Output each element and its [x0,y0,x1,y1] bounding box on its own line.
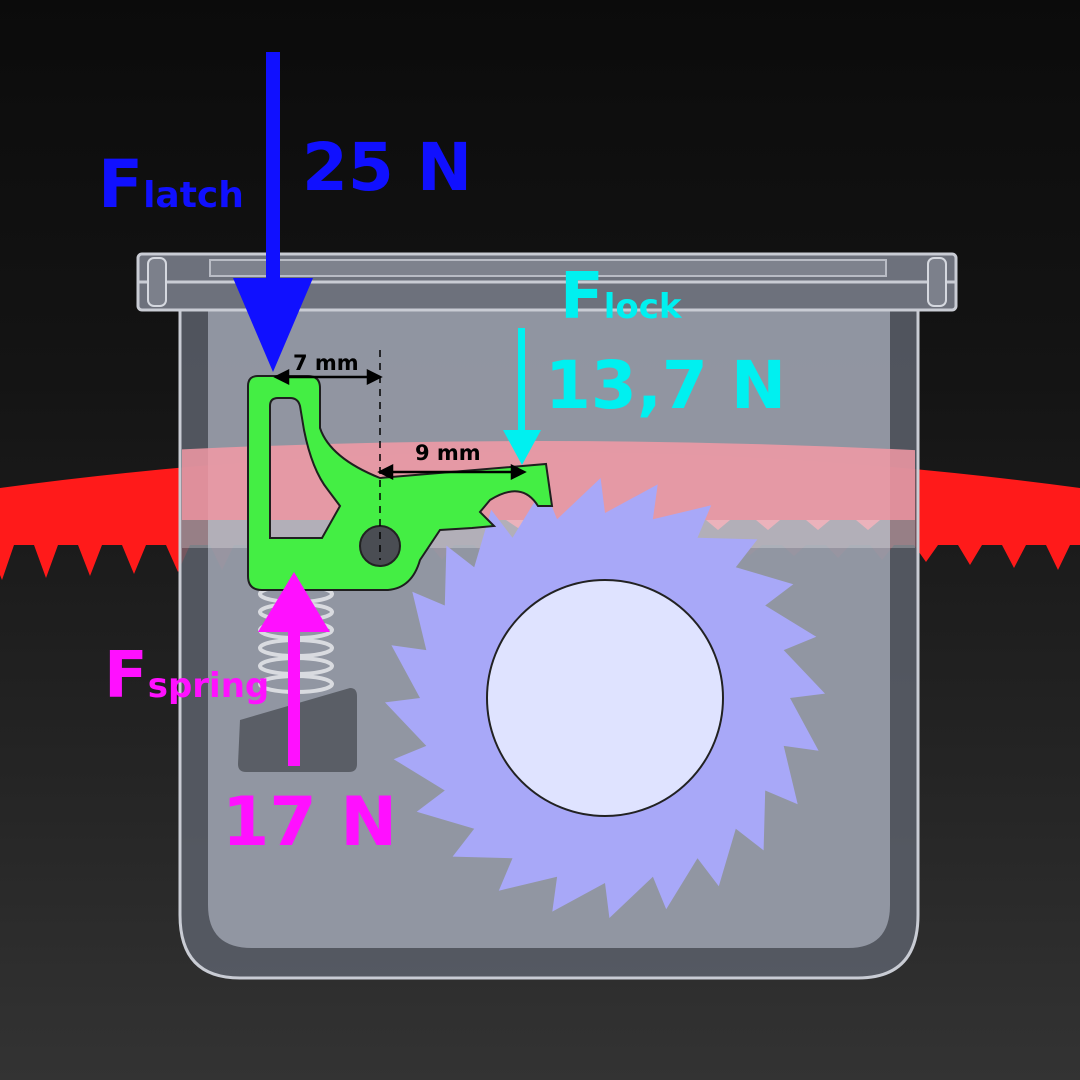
latch-arm-dimension-label: 7 mm [293,351,359,375]
housing-lid [136,252,958,312]
gear-hub [486,579,724,817]
lock-force-arrow [503,328,541,465]
latch-force-symbol: Flatch [98,146,244,223]
ratchet-gear [385,478,825,918]
spring-force-symbol: Fspring [104,639,269,713]
lock-force-value: 13,7 N [545,347,786,424]
lock-force-symbol: Flock [560,260,683,334]
dimension-lines [273,350,527,560]
spring-force-value: 17 N [222,783,397,862]
lock-arm-dimension-label: 9 mm [415,441,481,465]
latch-force-value: 25 N [302,129,472,206]
spring-force-arrow [258,572,330,766]
latch-force-arrow [233,52,313,372]
